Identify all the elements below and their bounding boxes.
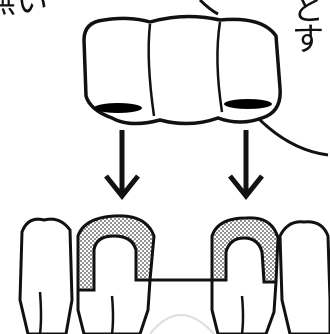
abutment-pad-left	[94, 103, 142, 113]
abutment-right	[212, 218, 278, 334]
leader-line-right	[258, 118, 328, 155]
tooth-left-neighbour	[20, 219, 72, 334]
bridge-prosthesis	[84, 16, 280, 123]
abutment-left	[78, 216, 154, 334]
gum-edge	[150, 315, 214, 334]
arrow-left	[106, 130, 138, 196]
leader-line-top	[200, 0, 218, 14]
tooth-right-neighbour	[280, 222, 330, 334]
arrow-right	[230, 130, 262, 196]
abutment-pad-right	[224, 99, 272, 109]
